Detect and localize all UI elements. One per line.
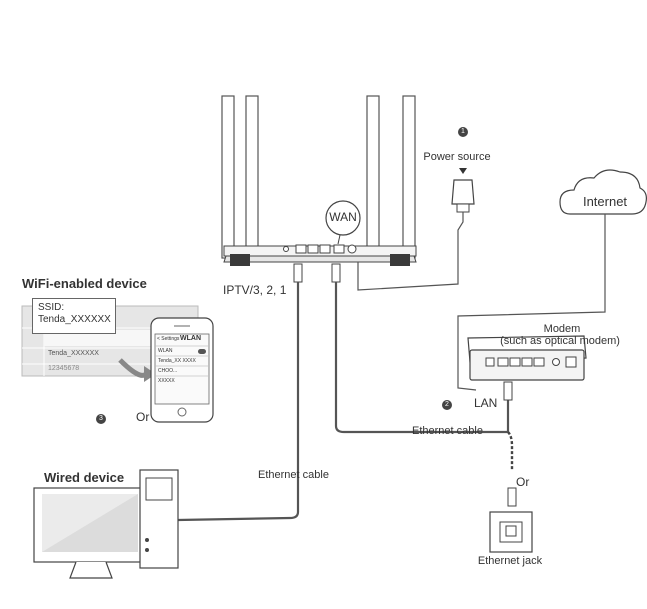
phone-row-choose: CHOO... — [158, 368, 178, 374]
or-label-wifi: Or — [136, 410, 150, 424]
modem-port — [497, 357, 509, 367]
wifi-card-password: 12345678 — [48, 365, 80, 372]
modem-port — [509, 357, 521, 367]
phone-row-ssid: Tenda_XX XXXX — [158, 358, 196, 364]
alternative-cable — [507, 431, 514, 470]
router-foot-left — [230, 254, 250, 266]
monitor — [33, 487, 147, 579]
router-antenna-2 — [245, 95, 259, 259]
modem-sublabel: (such as optical modem) — [500, 335, 620, 347]
iptv-ports-label: IPTV/3, 2, 1 — [223, 283, 287, 297]
modem-power-jack — [552, 358, 560, 366]
modem-port — [485, 357, 495, 367]
ethernet-cable-label-right: Ethernet cable — [412, 425, 483, 437]
power-adapter — [357, 168, 475, 291]
modem-switch — [565, 356, 577, 368]
modem-label: Modem — [543, 323, 581, 335]
router-power-jack — [347, 244, 357, 254]
phone-row-network: XXXXX — [158, 378, 175, 384]
lan-device-cable — [177, 263, 303, 522]
arrow-head-icon — [144, 366, 156, 382]
smartphone — [150, 317, 214, 423]
wired-device-heading: Wired device — [44, 470, 125, 485]
router-foot-right — [390, 254, 410, 266]
ethernet-jack-label: Ethernet jack — [477, 555, 543, 567]
step-number-1: 1 — [458, 127, 468, 137]
wan-callout — [325, 200, 361, 236]
phone-title: WLAN — [180, 335, 201, 342]
wifi-card-ssid: Tenda_XXXXXX — [48, 350, 99, 357]
cable-plug — [331, 263, 341, 283]
ethernet-jack — [489, 511, 533, 553]
or-label-jack: Or — [516, 475, 530, 489]
lan-label: LAN — [474, 396, 498, 410]
phone-row-wlan: WLAN — [158, 348, 173, 354]
down-arrow-icon — [459, 168, 467, 174]
cable-plug — [293, 263, 303, 283]
router-antenna-1 — [221, 95, 235, 259]
router-port-iptv — [295, 244, 307, 254]
modem — [467, 335, 587, 381]
internet-cloud-icon — [559, 169, 647, 215]
ssid-label: SSID: — [38, 302, 65, 313]
step-number-3: 3 — [96, 414, 106, 424]
step-number-2: 2 — [442, 400, 452, 410]
ethernet-cable-label-left: Ethernet cable — [258, 469, 329, 481]
modem-port — [533, 357, 545, 367]
router-port-2 — [307, 244, 319, 254]
modem-port — [521, 357, 533, 367]
wan-lan-cable — [331, 263, 513, 434]
router-antenna-4 — [402, 95, 416, 259]
ssid-callout: SSID: Tenda_XXXXXX — [32, 298, 116, 334]
wifi-device-heading: WiFi-enabled device — [22, 276, 147, 291]
router-port-1 — [319, 244, 331, 254]
router — [221, 95, 417, 266]
pc-tower — [139, 469, 179, 569]
phone-back-link: < Settings — [157, 336, 180, 342]
ssid-value: Tenda_XXXXXX — [38, 314, 111, 325]
cable-plug — [503, 381, 513, 401]
wan-label: WAN — [329, 210, 357, 224]
router-reset-button — [283, 246, 289, 252]
internet-modem-cable — [457, 214, 606, 391]
router-port-wan — [333, 244, 345, 254]
router-antenna-3 — [366, 95, 380, 259]
cable-plug — [507, 487, 517, 507]
power-source-label: Power source — [423, 151, 491, 163]
internet-label: Internet — [582, 194, 628, 209]
